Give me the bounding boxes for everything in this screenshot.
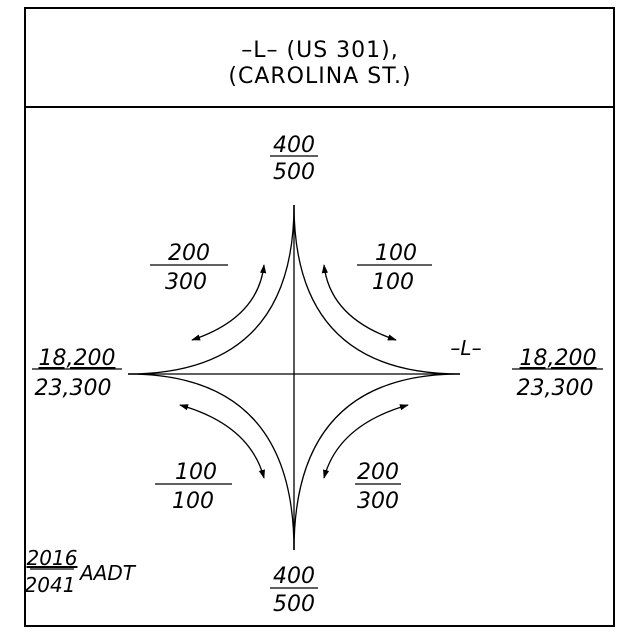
north-volume-2041: 500	[273, 160, 315, 185]
ne-volume-2041: 100	[372, 270, 414, 295]
header-line-1: –L– (US 301),	[241, 38, 399, 63]
outer-border	[24, 7, 615, 627]
road-label: –L–	[450, 336, 481, 360]
header-line-2: (CAROLINA ST.)	[228, 64, 412, 89]
east-volume-2041: 23,300	[517, 376, 594, 401]
sw-volume-2016: 100	[175, 460, 217, 485]
west-volume-2016: 18,200	[39, 346, 116, 371]
legend-year-2041: 2041	[25, 573, 76, 597]
sw-volume-2041: 100	[172, 489, 214, 514]
turn-arrow-nw	[191, 264, 267, 341]
south-volume-2041: 500	[273, 592, 315, 617]
turn-arrow-ne	[321, 264, 397, 341]
west-volume-2041: 23,300	[35, 376, 112, 401]
east-volume-2016: 18,200	[520, 346, 597, 371]
north-volume-2016: 400	[273, 133, 315, 158]
nw-volume-2016: 200	[168, 241, 210, 266]
se-volume-2016: 200	[357, 460, 399, 485]
nw-volume-2041: 300	[165, 270, 207, 295]
south-volume-2016: 400	[273, 564, 315, 589]
legend-aadt-label: AADT	[78, 561, 137, 585]
turn-arrow-sw	[179, 404, 265, 479]
legend-year-2016: 2016	[27, 546, 78, 570]
ne-volume-2016: 100	[375, 241, 417, 266]
turn-arrow-se	[323, 404, 409, 479]
curve-nw	[127, 204, 295, 375]
se-volume-2041: 300	[357, 489, 399, 514]
